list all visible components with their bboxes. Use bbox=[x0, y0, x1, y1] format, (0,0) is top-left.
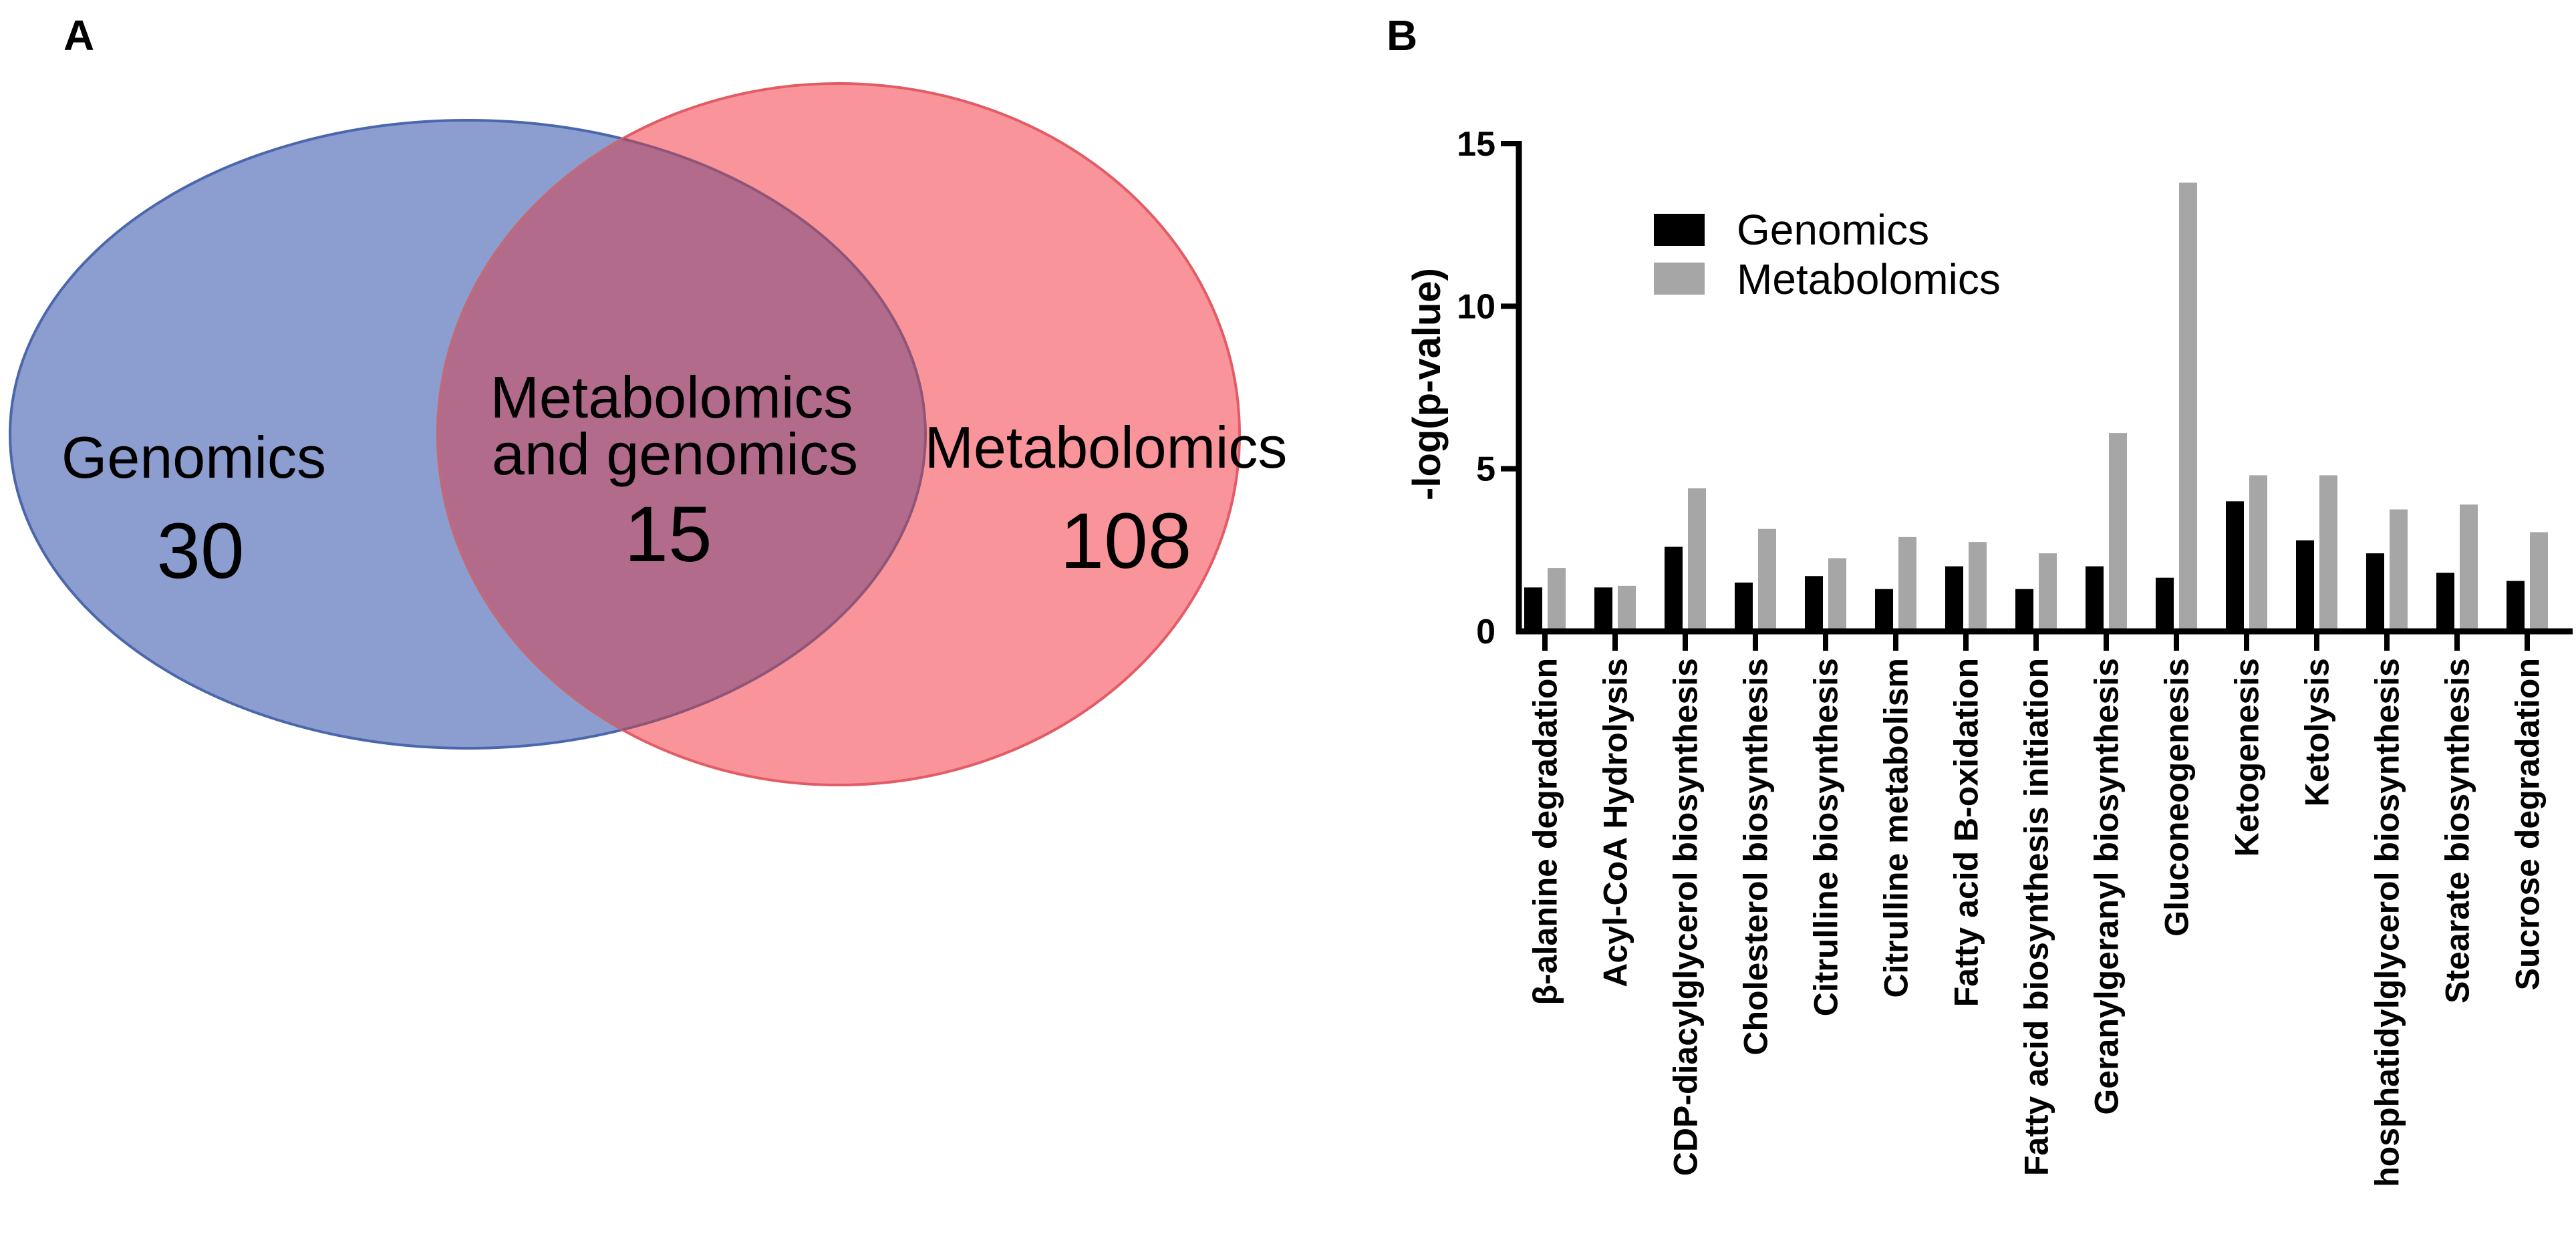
overlap-count: 15 bbox=[624, 490, 712, 579]
bar-metabolomics-5 bbox=[1898, 536, 1916, 631]
panel-a-label: A bbox=[63, 11, 94, 59]
x-category-label-2: CDP-diacylglycerol biosynthesis bbox=[1667, 658, 1705, 1176]
bar-genomics-11 bbox=[2296, 540, 2314, 631]
bar-genomics-7 bbox=[2015, 589, 2033, 631]
venn-overlap-region bbox=[436, 120, 925, 748]
bar-chart-panel: B -log(p-value) 0 5 10 15 β-alanine degradat… bbox=[1387, 11, 2573, 1187]
x-category-label-12: hosphatidylglycerol biosynthesis bbox=[2369, 658, 2406, 1187]
bar-genomics-8 bbox=[2086, 566, 2104, 631]
venn-panel: A Genomics 30 Metabolomics and genomics … bbox=[9, 11, 1288, 786]
x-category-label-13: Stearate biosynthesis bbox=[2439, 658, 2476, 1003]
bar-metabolomics-7 bbox=[2039, 553, 2057, 631]
bar-metabolomics-12 bbox=[2390, 509, 2408, 631]
genomics-circle-label: Genomics bbox=[61, 424, 326, 490]
bar-metabolomics-0 bbox=[1548, 568, 1566, 631]
x-category-label-6: Fatty acid B-oxidation bbox=[1948, 658, 1985, 1007]
bar-genomics-2 bbox=[1665, 546, 1683, 631]
bar-metabolomics-11 bbox=[2319, 475, 2337, 631]
overlap-label-line2: and genomics bbox=[492, 421, 858, 487]
x-category-label-4: Citrulline biosynthesis bbox=[1808, 658, 1845, 1016]
panel-b-label: B bbox=[1387, 11, 1417, 59]
bar-metabolomics-13 bbox=[2460, 504, 2478, 631]
legend-label-genomics: Genomics bbox=[1737, 206, 1929, 254]
bar-genomics-10 bbox=[2226, 501, 2244, 631]
legend-swatch-metabolomics bbox=[1654, 263, 1705, 295]
bar-metabolomics-9 bbox=[2179, 182, 2197, 631]
y-tick-label-5: 5 bbox=[1476, 450, 1495, 489]
x-category-label-14: Sucrose degradation bbox=[2509, 658, 2547, 990]
bar-metabolomics-4 bbox=[1828, 558, 1846, 631]
x-category-label-9: Gluconeogenesis bbox=[2158, 658, 2196, 937]
metabolomics-circle-label: Metabolomics bbox=[925, 414, 1288, 480]
x-category-label-1: Acyl-CoA Hydrolysis bbox=[1597, 658, 1634, 987]
bar-genomics-12 bbox=[2366, 553, 2384, 631]
y-axis-title: -log(p-value) bbox=[1405, 268, 1449, 500]
x-category-label-8: Geranylgeranyl biosynthesis bbox=[2088, 658, 2126, 1115]
bar-genomics-4 bbox=[1805, 576, 1823, 631]
bar-metabolomics-6 bbox=[1969, 542, 1987, 631]
legend-label-metabolomics: Metabolomics bbox=[1737, 255, 2001, 303]
bar-genomics-3 bbox=[1735, 583, 1753, 631]
bar-metabolomics-3 bbox=[1758, 528, 1776, 631]
bar-genomics-14 bbox=[2507, 581, 2525, 631]
genomics-count: 30 bbox=[156, 507, 244, 595]
overlap-label-line1: Metabolomics bbox=[490, 364, 853, 430]
bar-genomics-0 bbox=[1524, 587, 1542, 631]
x-category-label-0: β-alanine degradation bbox=[1527, 658, 1564, 1005]
bar-genomics-13 bbox=[2436, 573, 2454, 631]
y-tick-label-0: 0 bbox=[1476, 613, 1495, 651]
bar-metabolomics-1 bbox=[1618, 585, 1636, 631]
y-tick-label-10: 10 bbox=[1457, 287, 1495, 326]
x-category-label-10: Ketogenesis bbox=[2229, 658, 2266, 856]
x-category-label-5: Citrulline metabolism bbox=[1878, 658, 1915, 997]
bar-metabolomics-8 bbox=[2109, 433, 2127, 631]
plot-area: 0 5 10 15 β-alanine degradation Acyl-CoA Hydr… bbox=[1457, 125, 2548, 1187]
metabolomics-count: 108 bbox=[1060, 497, 1192, 585]
legend-swatch-genomics bbox=[1654, 214, 1705, 246]
bar-genomics-1 bbox=[1594, 587, 1612, 631]
y-tick-label-15: 15 bbox=[1457, 125, 1495, 164]
bar-metabolomics-10 bbox=[2249, 475, 2267, 631]
x-category-label-11: Ketolysis bbox=[2299, 658, 2336, 806]
legend: Genomics Metabolomics bbox=[1654, 206, 2001, 303]
x-category-label-3: Cholesterol biosynthesis bbox=[1737, 658, 1775, 1056]
x-category-label-7: Fatty acid biosynthesis initiation bbox=[2018, 658, 2055, 1176]
bar-genomics-9 bbox=[2156, 577, 2174, 631]
bar-metabolomics-14 bbox=[2530, 532, 2548, 631]
bar-genomics-5 bbox=[1875, 589, 1893, 631]
bar-metabolomics-2 bbox=[1688, 488, 1706, 631]
bar-genomics-6 bbox=[1945, 566, 1963, 631]
